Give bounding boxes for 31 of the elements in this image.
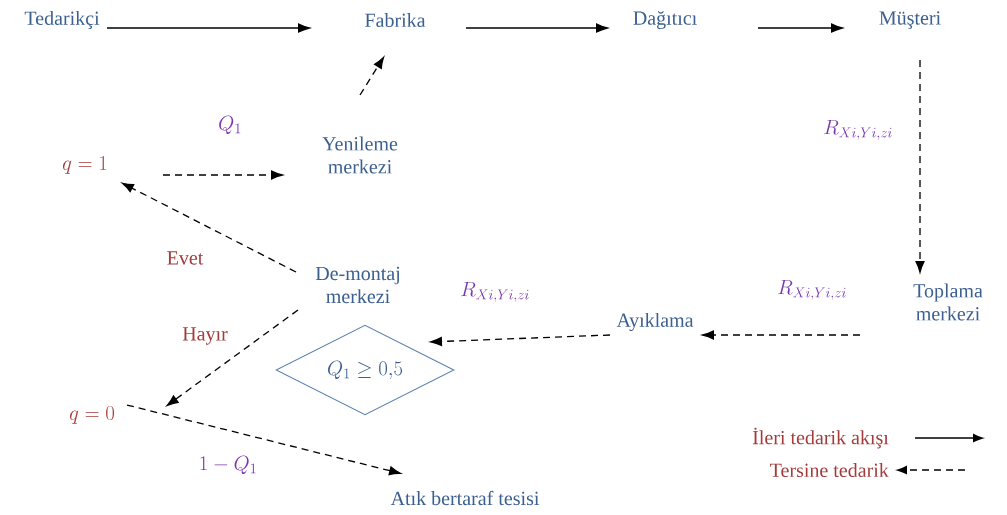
edge-label: $R_{Xi,Yi,zi}$ (824, 119, 892, 140)
edge-label: $Q_1$ (219, 115, 241, 135)
stage-label: Tedarikçi (24, 10, 100, 30)
stage-label: Müşteri (879, 11, 941, 29)
stage-label: Toplama merkezi (913, 283, 983, 321)
arrow (126, 404, 401, 476)
arrow (162, 170, 283, 180)
arrow (465, 23, 608, 33)
legend-label: Tersine tedarik (770, 462, 889, 478)
arrow (166, 309, 299, 406)
stage-label: Ayıklama (616, 312, 694, 332)
edge-label: $1 - Q_1$ (200, 455, 256, 475)
arrow (106, 23, 310, 33)
edge-label: $R_{Xi,Yi,zi}$ (778, 279, 846, 300)
arrow (121, 182, 297, 273)
arrow (359, 56, 385, 96)
condition-label: $q = 0$ (69, 405, 114, 424)
edge-label: $R_{Xi,Yi,zi}$ (461, 281, 529, 302)
edge-label: Evet (167, 251, 204, 265)
arrow (915, 59, 925, 273)
stage-label: Dağıtıcı (633, 11, 697, 29)
stage-label: Atık bertaraf tesisi (390, 490, 540, 506)
condition-label: $q = 1$ (62, 155, 107, 174)
edge-label: Hayır (182, 327, 228, 345)
stage-label: Yenileme merkezi (322, 136, 398, 174)
legend-label: İleri tedarik akışı (752, 427, 889, 449)
arrow (702, 330, 861, 340)
arrow (430, 334, 611, 347)
stage-label: Fabrika (365, 12, 426, 28)
stage-label: De-montaj merkezi (315, 266, 400, 304)
arrow (757, 23, 843, 33)
